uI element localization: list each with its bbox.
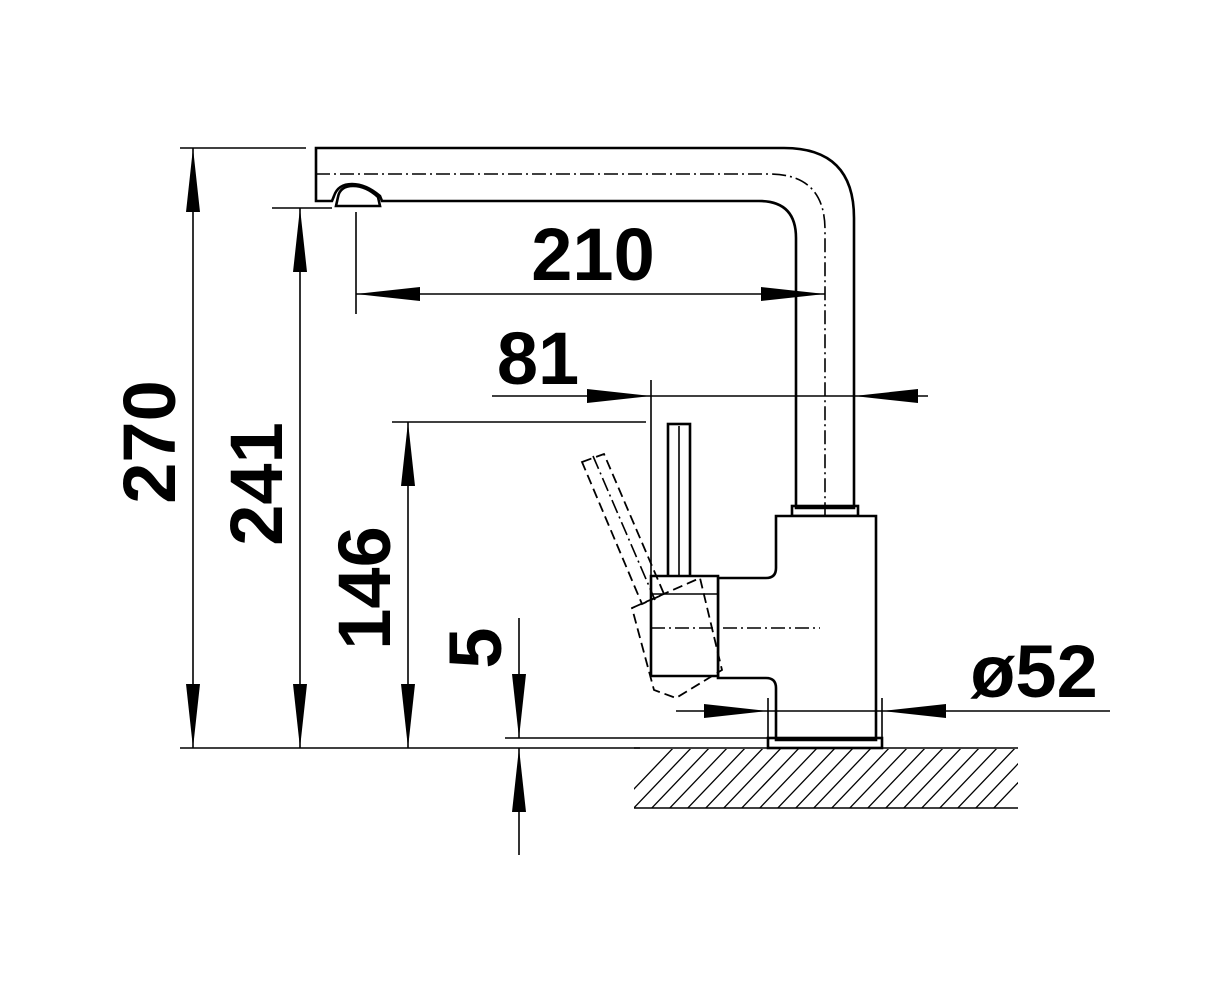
lever-alternate-position bbox=[580, 452, 724, 699]
dimension-146: 146 bbox=[323, 421, 646, 748]
dim-label-241: 241 bbox=[215, 422, 298, 545]
dim-label-210: 210 bbox=[531, 213, 654, 296]
dimension-5: 5 bbox=[434, 618, 768, 855]
dim-label-5: 5 bbox=[434, 627, 517, 668]
dimension-diameter-52: ø52 bbox=[676, 630, 1110, 748]
dim-label-146: 146 bbox=[323, 526, 406, 649]
dim-label-diameter-52: ø52 bbox=[970, 630, 1098, 713]
dim-label-81: 81 bbox=[497, 317, 579, 400]
faucet-body bbox=[314, 146, 884, 750]
dimension-210: 210 bbox=[355, 212, 825, 314]
countertop bbox=[634, 747, 1018, 809]
dimension-81: 81 bbox=[492, 317, 928, 576]
lever-hub bbox=[649, 574, 720, 678]
dim-label-270: 270 bbox=[108, 380, 191, 503]
spout-centerline bbox=[316, 173, 826, 740]
spout-outline bbox=[314, 146, 856, 510]
aerator bbox=[334, 184, 382, 208]
dimension-270: 270 bbox=[108, 147, 640, 749]
dimension-241: 241 bbox=[215, 207, 332, 748]
